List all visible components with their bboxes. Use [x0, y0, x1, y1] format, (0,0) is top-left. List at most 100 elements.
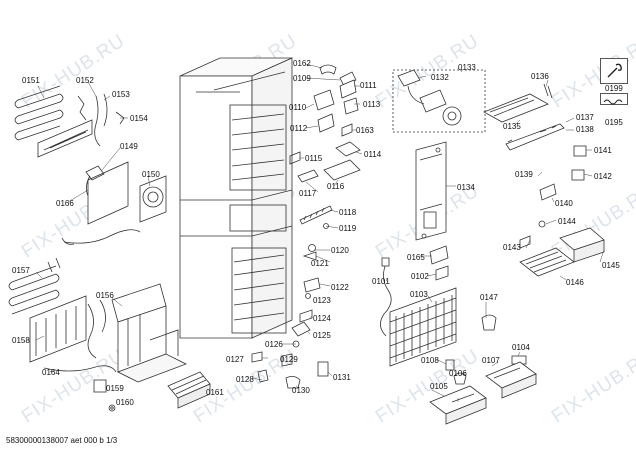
assembly-box-0133 [392, 69, 486, 133]
damper-motor-0132 [397, 69, 462, 126]
part-label: 0158 [12, 336, 30, 345]
part-label: 0110 [289, 103, 307, 112]
part-0162 [319, 64, 337, 75]
part-label: 0121 [311, 259, 329, 268]
part-label: 0152 [76, 76, 94, 85]
part-label: 0122 [331, 283, 349, 292]
part-label: 0105 [430, 382, 448, 391]
fan-housing-0150 [85, 161, 167, 225]
cable [63, 229, 141, 244]
part-label: 0124 [313, 314, 331, 323]
part-label: 0140 [555, 199, 573, 208]
tray-0146 [519, 247, 575, 277]
part-label: 0132 [431, 73, 449, 82]
part-label: 0119 [339, 224, 357, 233]
part-0110 [313, 89, 335, 111]
part-label: 0138 [576, 125, 594, 134]
duct-cover-0156 [111, 283, 187, 383]
part-0127 [251, 351, 263, 363]
legend-tool-symbol [600, 58, 628, 84]
coil-icon [603, 99, 623, 105]
part-label: 0126 [265, 340, 283, 349]
legend-coil-symbol [600, 93, 628, 105]
part-0116 [323, 159, 361, 181]
part-0131 [317, 361, 329, 377]
part-label: 0112 [290, 124, 308, 133]
part-label: 0146 [566, 278, 584, 287]
part-label: 0128 [236, 375, 254, 384]
part-label: 0134 [457, 183, 475, 192]
part-label: 0141 [594, 146, 612, 155]
part-label: 0160 [116, 398, 134, 407]
part-label: 0161 [206, 388, 224, 397]
part-0118 [299, 205, 333, 225]
tray-0145 [559, 227, 605, 263]
part-label: 0129 [280, 355, 298, 364]
drain-tray-0105 [429, 385, 487, 425]
part-label: 0142 [594, 172, 612, 181]
part-0108 [445, 359, 455, 371]
heater-frame-0158 [29, 295, 106, 363]
part-label: 0164 [42, 368, 60, 377]
condenser-0103 [389, 287, 457, 367]
part-label: 0115 [305, 154, 323, 163]
part-0109 [339, 71, 357, 87]
part-label: 0104 [512, 343, 530, 352]
part-label: 0149 [120, 142, 138, 151]
part-0120 [308, 244, 316, 252]
part-0106 [453, 372, 467, 385]
part-label: 0114 [364, 150, 382, 159]
cable [43, 365, 117, 373]
legend-code: 0199 [605, 84, 623, 93]
part-label: 0103 [410, 290, 428, 299]
part-0144 [538, 220, 546, 228]
part-label: 0125 [313, 331, 331, 340]
part-label: 0127 [226, 355, 244, 364]
part-label: 0111 [360, 81, 377, 90]
part-0125 [291, 321, 311, 337]
part-label: 0118 [339, 208, 357, 217]
diagram-reference: 58300000138007 aet 000 b 1/3 [6, 436, 118, 445]
part-label: 0145 [602, 261, 620, 270]
part-label: 0166 [56, 199, 74, 208]
drip-tray-0161 [167, 371, 211, 409]
part-label: 0108 [421, 356, 439, 365]
part-label: 0159 [106, 384, 124, 393]
part-0143 [519, 235, 531, 249]
part-label: 0133 [458, 63, 476, 72]
part-label: 0136 [531, 72, 549, 81]
part-label: 0106 [449, 369, 467, 378]
part-0111 [339, 79, 357, 99]
part-0121 [302, 251, 317, 261]
part-0113 [343, 97, 359, 115]
part-label: 0107 [482, 356, 500, 365]
part-0123 [305, 293, 311, 299]
part-label: 0113 [363, 100, 381, 109]
part-label: 0130 [292, 386, 310, 395]
part-label: 0120 [331, 246, 349, 255]
part-label: 0157 [12, 266, 30, 275]
part-0119 [323, 223, 329, 229]
part-0124 [299, 309, 313, 323]
part-label: 0151 [22, 76, 40, 85]
part-label: 0163 [356, 126, 374, 135]
part-label: 0162 [293, 59, 311, 68]
part-label: 0123 [313, 296, 331, 305]
part-0140 [539, 183, 557, 201]
part-0165 [429, 245, 449, 265]
part-label: 0102 [411, 272, 429, 281]
part-label: 0137 [576, 113, 594, 122]
part-label: 0153 [112, 90, 130, 99]
evaporator-coil-0151 [14, 85, 64, 141]
part-label: 0156 [96, 291, 114, 300]
part-label: 0131 [333, 373, 351, 382]
part-0128 [257, 369, 269, 383]
drain-tray-0107 [485, 361, 537, 399]
part-0122 [303, 277, 321, 293]
refrigerator-cabinet [179, 57, 293, 339]
part-label: 0117 [299, 189, 317, 198]
part-0112 [317, 113, 335, 133]
part-label: 0116 [327, 182, 345, 191]
evaporator-coil-0157 [8, 257, 61, 315]
